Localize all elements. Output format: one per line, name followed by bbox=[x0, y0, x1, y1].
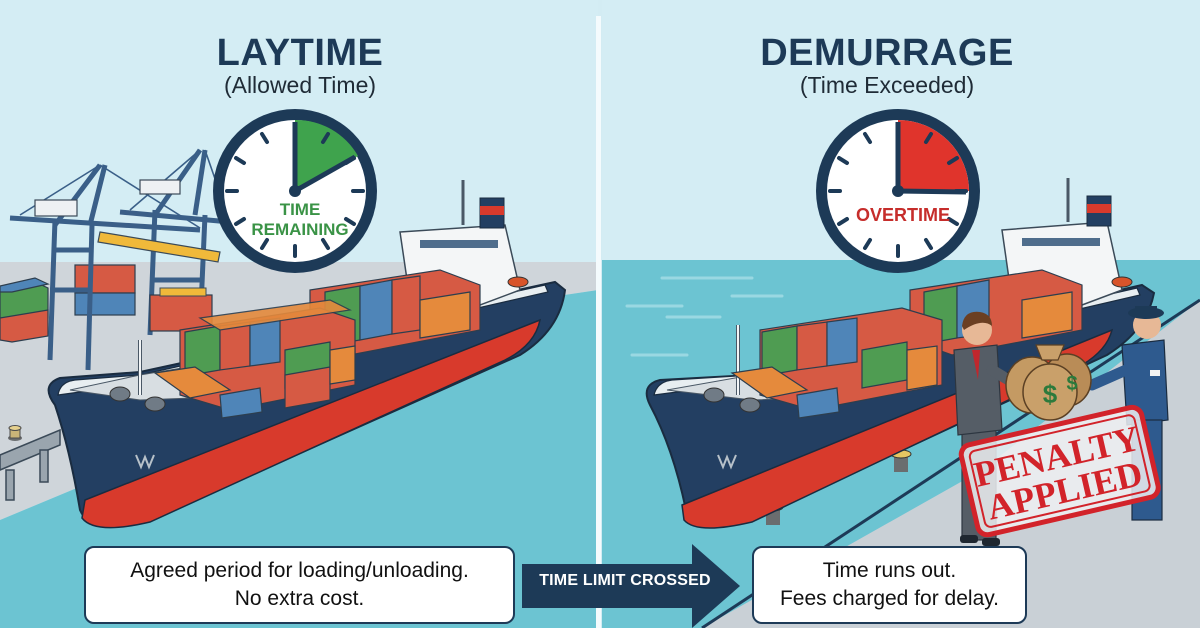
money-bag-icon: $ $ bbox=[1005, 344, 1092, 421]
crane-cab bbox=[139, 179, 181, 195]
demurrage-panel: $ $ PENALTY APPLIED DEMURRAGE (Time Exce… bbox=[602, 0, 1200, 628]
caption-line2: No extra cost. bbox=[234, 587, 365, 610]
clock-icon bbox=[816, 109, 980, 273]
clock-label-line1: TIME bbox=[279, 200, 321, 219]
time-remaining-label: TIME REMAINING bbox=[215, 200, 385, 240]
spreader-beam bbox=[97, 231, 221, 263]
water-ripples bbox=[625, 276, 784, 357]
clock-icon bbox=[213, 109, 377, 273]
time-remaining-wedge bbox=[295, 119, 358, 191]
ship-containers bbox=[153, 269, 481, 419]
arrow-right-icon bbox=[522, 544, 740, 628]
dock-surface bbox=[702, 300, 1200, 628]
laytime-port-scene bbox=[0, 148, 598, 628]
hoisted-container bbox=[149, 294, 213, 332]
overtime-label: OVERTIME bbox=[855, 205, 950, 225]
laytime-panel: LAYTIME (Allowed Time) TIME REMAINING A bbox=[0, 0, 598, 628]
demurrage-title: DEMURRAGE bbox=[760, 32, 1014, 74]
laytime-title: LAYTIME bbox=[216, 32, 384, 74]
caption-line2: Fees charged for delay. bbox=[779, 587, 1000, 610]
bollard-icon bbox=[8, 425, 22, 441]
svg-text:$: $ bbox=[1043, 379, 1058, 409]
time-limit-crossed-label: TIME LIMIT CROSSED bbox=[539, 572, 711, 589]
clock-label-line2: REMAINING bbox=[251, 220, 349, 239]
penalty-stamp-icon: PENALTY APPLIED bbox=[958, 404, 1161, 538]
demurrage-subtitle: (Time Exceeded) bbox=[799, 72, 975, 98]
pier bbox=[0, 428, 61, 501]
ship-containers bbox=[730, 269, 1083, 419]
demurrage-caption: Time runs out. Fees charged for delay. bbox=[752, 546, 1027, 624]
crane-cab bbox=[34, 199, 78, 217]
laytime-subtitle: (Allowed Time) bbox=[223, 72, 377, 98]
svg-text:$: $ bbox=[1066, 373, 1077, 395]
caption-line1: Agreed period for loading/unloading. bbox=[130, 559, 469, 582]
container-ship-icon bbox=[645, 178, 1156, 529]
caption-line1: Time runs out. bbox=[822, 559, 957, 582]
laytime-caption: Agreed period for loading/unloading. No … bbox=[84, 546, 515, 624]
overtime-wedge bbox=[898, 120, 969, 191]
panel-divider bbox=[596, 16, 601, 628]
demurrage-port-scene: $ $ PENALTY APPLIED bbox=[602, 178, 1200, 628]
